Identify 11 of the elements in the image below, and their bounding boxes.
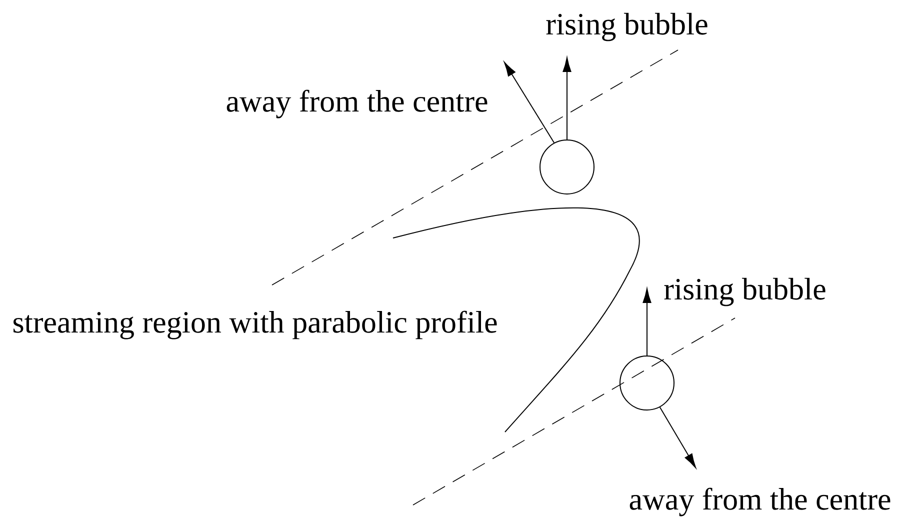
arrow xyxy=(504,62,555,144)
arrow xyxy=(642,288,652,356)
bubble-circle xyxy=(540,140,594,194)
edge-label: rising bubble xyxy=(546,12,708,42)
arrow xyxy=(562,57,572,140)
bubble-circle xyxy=(620,355,674,410)
region-label: streaming region with parabolic profile xyxy=(14,310,497,340)
arrow xyxy=(659,406,696,468)
edge-label: rising bubble xyxy=(664,278,826,306)
edge-label: away from the centre xyxy=(630,488,890,516)
edge-label: away from the centre xyxy=(226,90,488,118)
